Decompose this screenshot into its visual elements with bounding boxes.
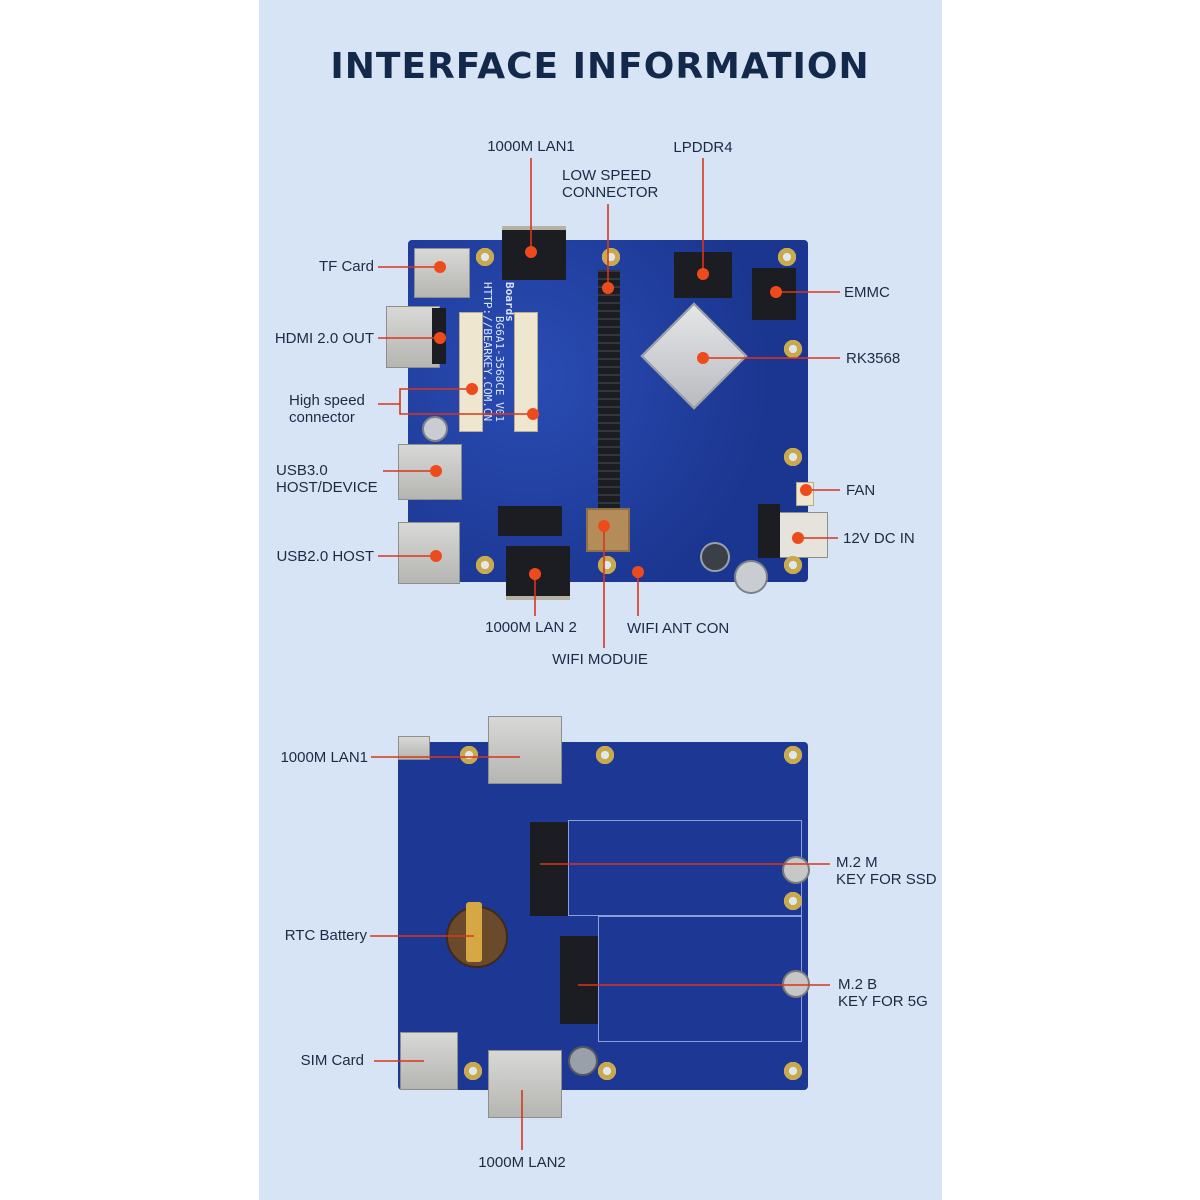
label-usb30-line1: USB3.0 (276, 462, 328, 479)
mounting-hole (598, 1062, 616, 1080)
tf-card-slot (414, 248, 470, 298)
label-m2-b-line2: KEY FOR 5G (838, 993, 928, 1010)
label-back-lan1: 1000M LAN1 (280, 749, 368, 766)
label-sim-card: SIM Card (300, 1052, 364, 1069)
capacitor (700, 542, 730, 572)
mounting-hole (596, 746, 614, 764)
label-high-speed-line2: connector (289, 409, 355, 426)
m2-m-slot (530, 822, 568, 916)
callout-dot-high-speed-1 (466, 383, 478, 395)
label-usb30: USB3.0 HOST/DEVICE (276, 462, 378, 496)
label-hdmi: HDMI 2.0 OUT (274, 330, 374, 347)
callout-line-high-speed (399, 388, 470, 404)
high-speed-connector-1 (459, 312, 483, 432)
mounting-hole (778, 248, 796, 266)
label-tf-card: TF Card (318, 258, 374, 275)
dc-jack-body (758, 504, 780, 558)
m2-standoff (782, 970, 810, 998)
mounting-hole (784, 340, 802, 358)
label-lpddr4: LPDDR4 (673, 139, 733, 156)
label-rk3568: RK3568 (846, 350, 901, 367)
mounting-hole (464, 1062, 482, 1080)
callout-dot-usb3 (430, 465, 442, 477)
lan2-jack-back (488, 1050, 562, 1118)
m2-b-slot (560, 936, 598, 1024)
usb2-port (398, 522, 460, 584)
mounting-hole (784, 892, 802, 910)
mounting-hole (784, 1062, 802, 1080)
callout-dot-high-speed-2 (527, 408, 539, 420)
label-low-speed-connector: LOW SPEED CONNECTOR (562, 167, 658, 201)
callout-dot-fan (800, 484, 812, 496)
callout-dot-dc (792, 532, 804, 544)
mounting-hole (476, 248, 494, 266)
micro-usb-port (398, 736, 430, 760)
callout-dot-lpddr4 (697, 268, 709, 280)
lan1-jack-back (488, 716, 562, 784)
callout-dot-tf (434, 261, 446, 273)
label-fan: FAN (846, 482, 876, 499)
callout-dot-rk3568 (697, 352, 709, 364)
mounting-hole (784, 448, 802, 466)
label-usb20: USB2.0 HOST (276, 548, 374, 565)
callout-dot-lan1 (525, 246, 537, 258)
mounting-hole (598, 556, 616, 574)
label-back-lan2: 1000M LAN2 (478, 1154, 566, 1171)
label-high-speed-connector: High speed connector (289, 392, 365, 426)
mounting-hole (476, 556, 494, 574)
capacitor (734, 560, 768, 594)
callout-dot-lan2 (529, 568, 541, 580)
label-dc-in: 12V DC IN (843, 530, 915, 547)
label-m2-b-line1: M.2 B (838, 976, 878, 993)
mounting-hole (602, 248, 620, 266)
lan-transformer-chip (498, 506, 562, 536)
mounting-hole (784, 746, 802, 764)
label-low-speed-line2: CONNECTOR (562, 184, 659, 201)
capacitor (568, 1046, 598, 1076)
label-m2-m-line2: KEY FOR SSD (836, 871, 937, 888)
label-m2-m: M.2 M KEY FOR SSD (836, 854, 937, 888)
rtc-battery-clip (466, 902, 482, 962)
callout-dot-wifi-ant (632, 566, 644, 578)
label-low-speed-line1: LOW SPEED (562, 167, 652, 184)
callout-dot-low-speed (602, 282, 614, 294)
m2-standoff (782, 856, 810, 884)
label-emmc: EMMC (844, 284, 890, 301)
label-rtc-battery: RTC Battery (284, 927, 367, 944)
label-usb30-line2: HOST/DEVICE (276, 479, 378, 496)
capacitor (422, 416, 448, 442)
callout-dot-emmc (770, 286, 782, 298)
label-m2-b: M.2 B KEY FOR 5G (838, 976, 928, 1010)
label-wifi-module: WIFI MODUIE (552, 651, 648, 668)
callout-dot-hdmi (434, 332, 446, 344)
label-lan2: 1000M LAN 2 (485, 619, 577, 636)
callout-dot-wifi-module (598, 520, 610, 532)
label-m2-m-line1: M.2 M (836, 854, 878, 871)
low-speed-header (598, 270, 620, 510)
mounting-hole (460, 746, 478, 764)
label-wifi-ant: WIFI ANT CON (627, 620, 730, 637)
label-high-speed-line1: High speed (289, 392, 365, 409)
mounting-hole (784, 556, 802, 574)
page-title: INTERFACE INFORMATION (330, 46, 870, 87)
label-lan1: 1000M LAN1 (487, 138, 575, 155)
callout-line-high-speed-2 (399, 404, 531, 415)
callout-dot-usb2 (430, 550, 442, 562)
